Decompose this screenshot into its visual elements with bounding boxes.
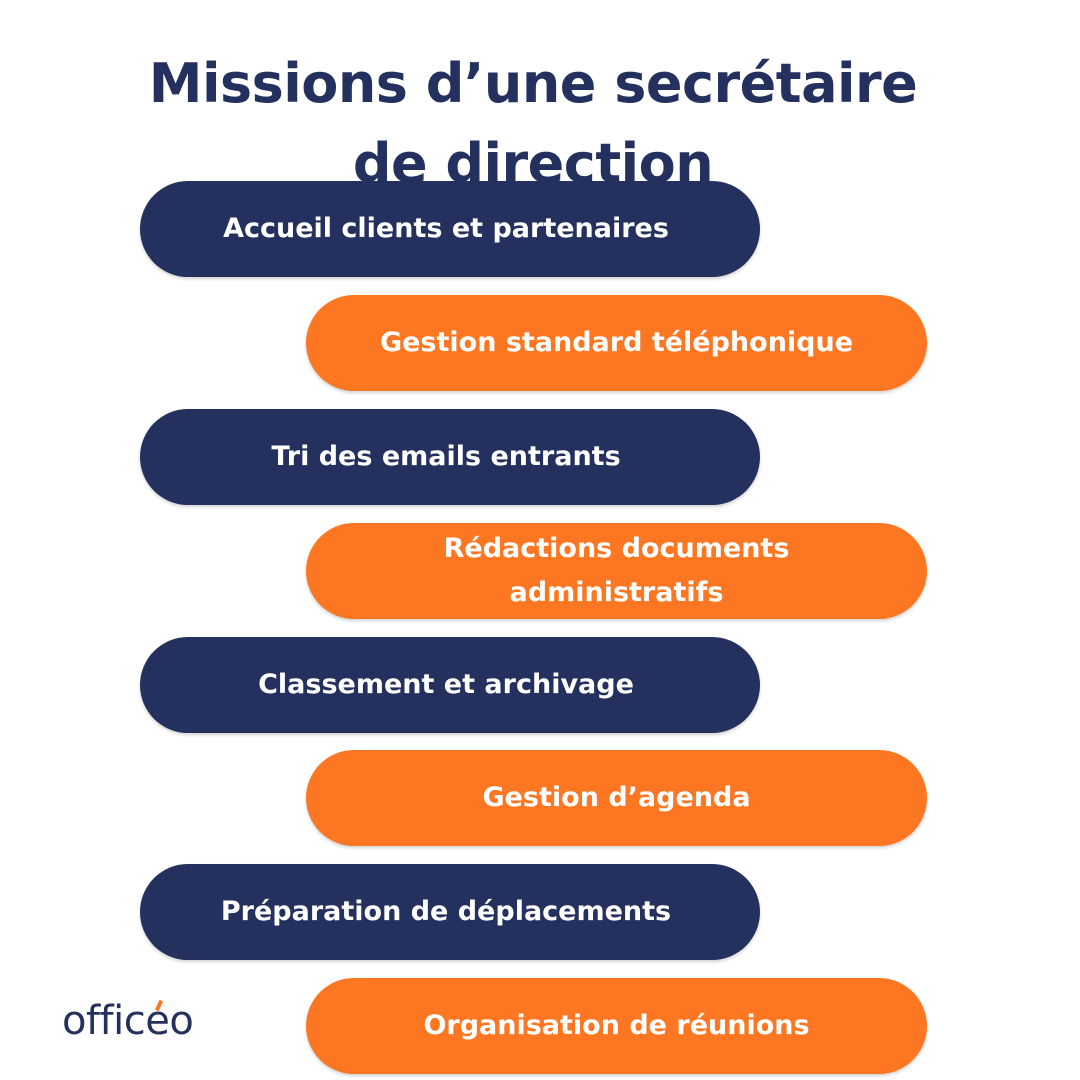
mission-classement-archivage: Classement et archivage xyxy=(140,637,760,733)
mission-label: Gestion standard téléphonique xyxy=(379,327,854,358)
mission-label: Préparation de déplacements xyxy=(220,896,672,927)
mission-organisation-reunions: Organisation de réunions xyxy=(306,978,927,1074)
logo-prefix: offic xyxy=(62,998,146,1044)
mission-label-line-1: Rédactions documents xyxy=(443,533,790,564)
logo-accent-letter: e xyxy=(145,998,170,1044)
page-title: Missions d’une secrétaire de direction xyxy=(0,44,1066,204)
mission-label: Gestion d’agenda xyxy=(482,782,751,813)
logo-suffix: o xyxy=(169,998,194,1044)
title-line-1: Missions d’une secrétaire xyxy=(148,52,918,116)
mission-standard-telephonique: Gestion standard téléphonique xyxy=(306,295,927,391)
mission-label-line-2: administratifs xyxy=(509,577,724,608)
mission-accueil-clients: Accueil clients et partenaires xyxy=(140,181,760,277)
mission-gestion-agenda: Gestion d’agenda xyxy=(306,750,927,846)
mission-label: Tri des emails entrants xyxy=(271,441,621,472)
officeo-logo: officeo xyxy=(62,996,194,1046)
mission-tri-emails: Tri des emails entrants xyxy=(140,409,760,505)
mission-label: Accueil clients et partenaires xyxy=(223,213,669,244)
mission-redaction-documents: Rédactions documents administratifs xyxy=(306,523,927,619)
mission-label: Classement et archivage xyxy=(258,669,634,700)
mission-label: Organisation de réunions xyxy=(423,1010,810,1041)
mission-preparation-deplacements: Préparation de déplacements xyxy=(140,864,760,960)
